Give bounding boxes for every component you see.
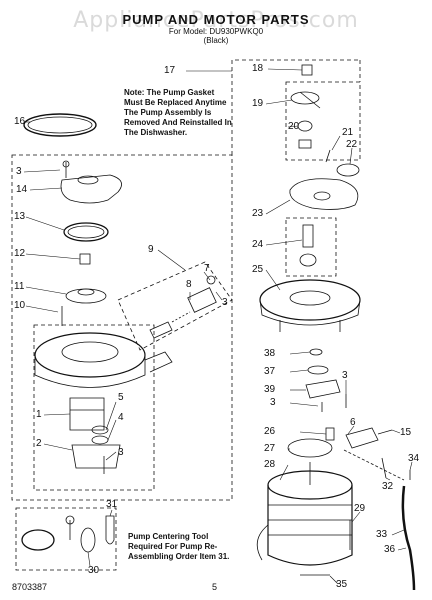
page-number: 5	[212, 582, 218, 592]
callout-31: 31	[106, 499, 118, 510]
callout-13: 13	[14, 211, 26, 222]
centering-tool	[105, 515, 115, 545]
pump-cover	[60, 174, 122, 204]
part-24-box	[285, 217, 337, 277]
callout-6: 6	[350, 417, 356, 428]
parts-19-20-box	[285, 81, 361, 161]
callout-3-e: 3	[270, 397, 276, 408]
callout-11: 11	[14, 281, 25, 292]
callout-8: 8	[186, 279, 192, 290]
callout-37: 37	[264, 366, 276, 377]
pump-gasket-ring	[23, 113, 97, 137]
callout-35: 35	[336, 579, 348, 590]
callout-3: 3	[16, 166, 22, 177]
tool-note: Pump Centering Tool Required For Pump Re…	[128, 532, 230, 561]
callout-38: 38	[264, 348, 276, 359]
inner-impeller	[69, 397, 105, 431]
gasket-note: Note: The Pump Gasket Must Be Replaced A…	[124, 88, 232, 137]
callout-12: 12	[14, 248, 26, 259]
impeller-11	[65, 288, 107, 304]
drain-hose	[401, 485, 416, 591]
callout-29: 29	[354, 503, 366, 514]
pump-assembly-box	[11, 154, 233, 501]
kit-30-box	[15, 507, 117, 571]
callout-19: 19	[252, 98, 264, 109]
callout-3-c: 3	[118, 447, 124, 458]
diagram-title: PUMP AND MOTOR PARTS	[122, 12, 310, 27]
callout-22: 22	[346, 139, 358, 150]
callout-17: 17	[164, 65, 176, 76]
part-18	[301, 64, 313, 76]
callout-5: 5	[118, 392, 124, 403]
callout-15: 15	[400, 427, 412, 438]
callout-3-b: 3	[222, 297, 228, 308]
callout-16: 16	[14, 116, 26, 127]
seal-ring-13	[63, 222, 109, 242]
callout-34: 34	[408, 453, 420, 464]
callout-2: 2	[36, 438, 42, 449]
callout-1: 1	[36, 409, 42, 420]
pump-housing	[34, 332, 146, 378]
callout-28: 28	[264, 459, 276, 470]
callout-4: 4	[118, 412, 124, 423]
color-subtitle: (Black)	[203, 36, 229, 45]
callout-9: 9	[148, 244, 154, 255]
callout-27: 27	[264, 443, 276, 454]
pump-base	[71, 444, 121, 469]
model-subtitle: For Model: DU930PWKQ0	[168, 27, 264, 36]
callout-33: 33	[376, 529, 388, 540]
callout-26: 26	[264, 426, 276, 437]
lower-pump-box	[33, 324, 155, 491]
callout-7: 7	[204, 263, 210, 274]
motor-mount-housing	[259, 279, 361, 321]
motor	[267, 485, 353, 566]
callout-21: 21	[342, 127, 354, 138]
callout-20: 20	[288, 121, 300, 132]
callout-30: 30	[88, 565, 100, 576]
callout-23: 23	[252, 208, 264, 219]
callout-39: 39	[264, 384, 276, 395]
document-number: 8703387	[12, 582, 48, 592]
part-23-plate	[289, 178, 359, 210]
motor-seal-27	[287, 438, 333, 458]
callout-10: 10	[14, 300, 26, 311]
callout-18: 18	[252, 63, 264, 74]
callout-24: 24	[252, 239, 264, 250]
part-9-box	[117, 261, 233, 351]
callout-32: 32	[382, 481, 394, 492]
callout-14: 14	[16, 184, 28, 195]
callout-3-d: 3	[342, 370, 348, 381]
callout-36: 36	[384, 544, 396, 555]
callout-25: 25	[252, 264, 264, 275]
